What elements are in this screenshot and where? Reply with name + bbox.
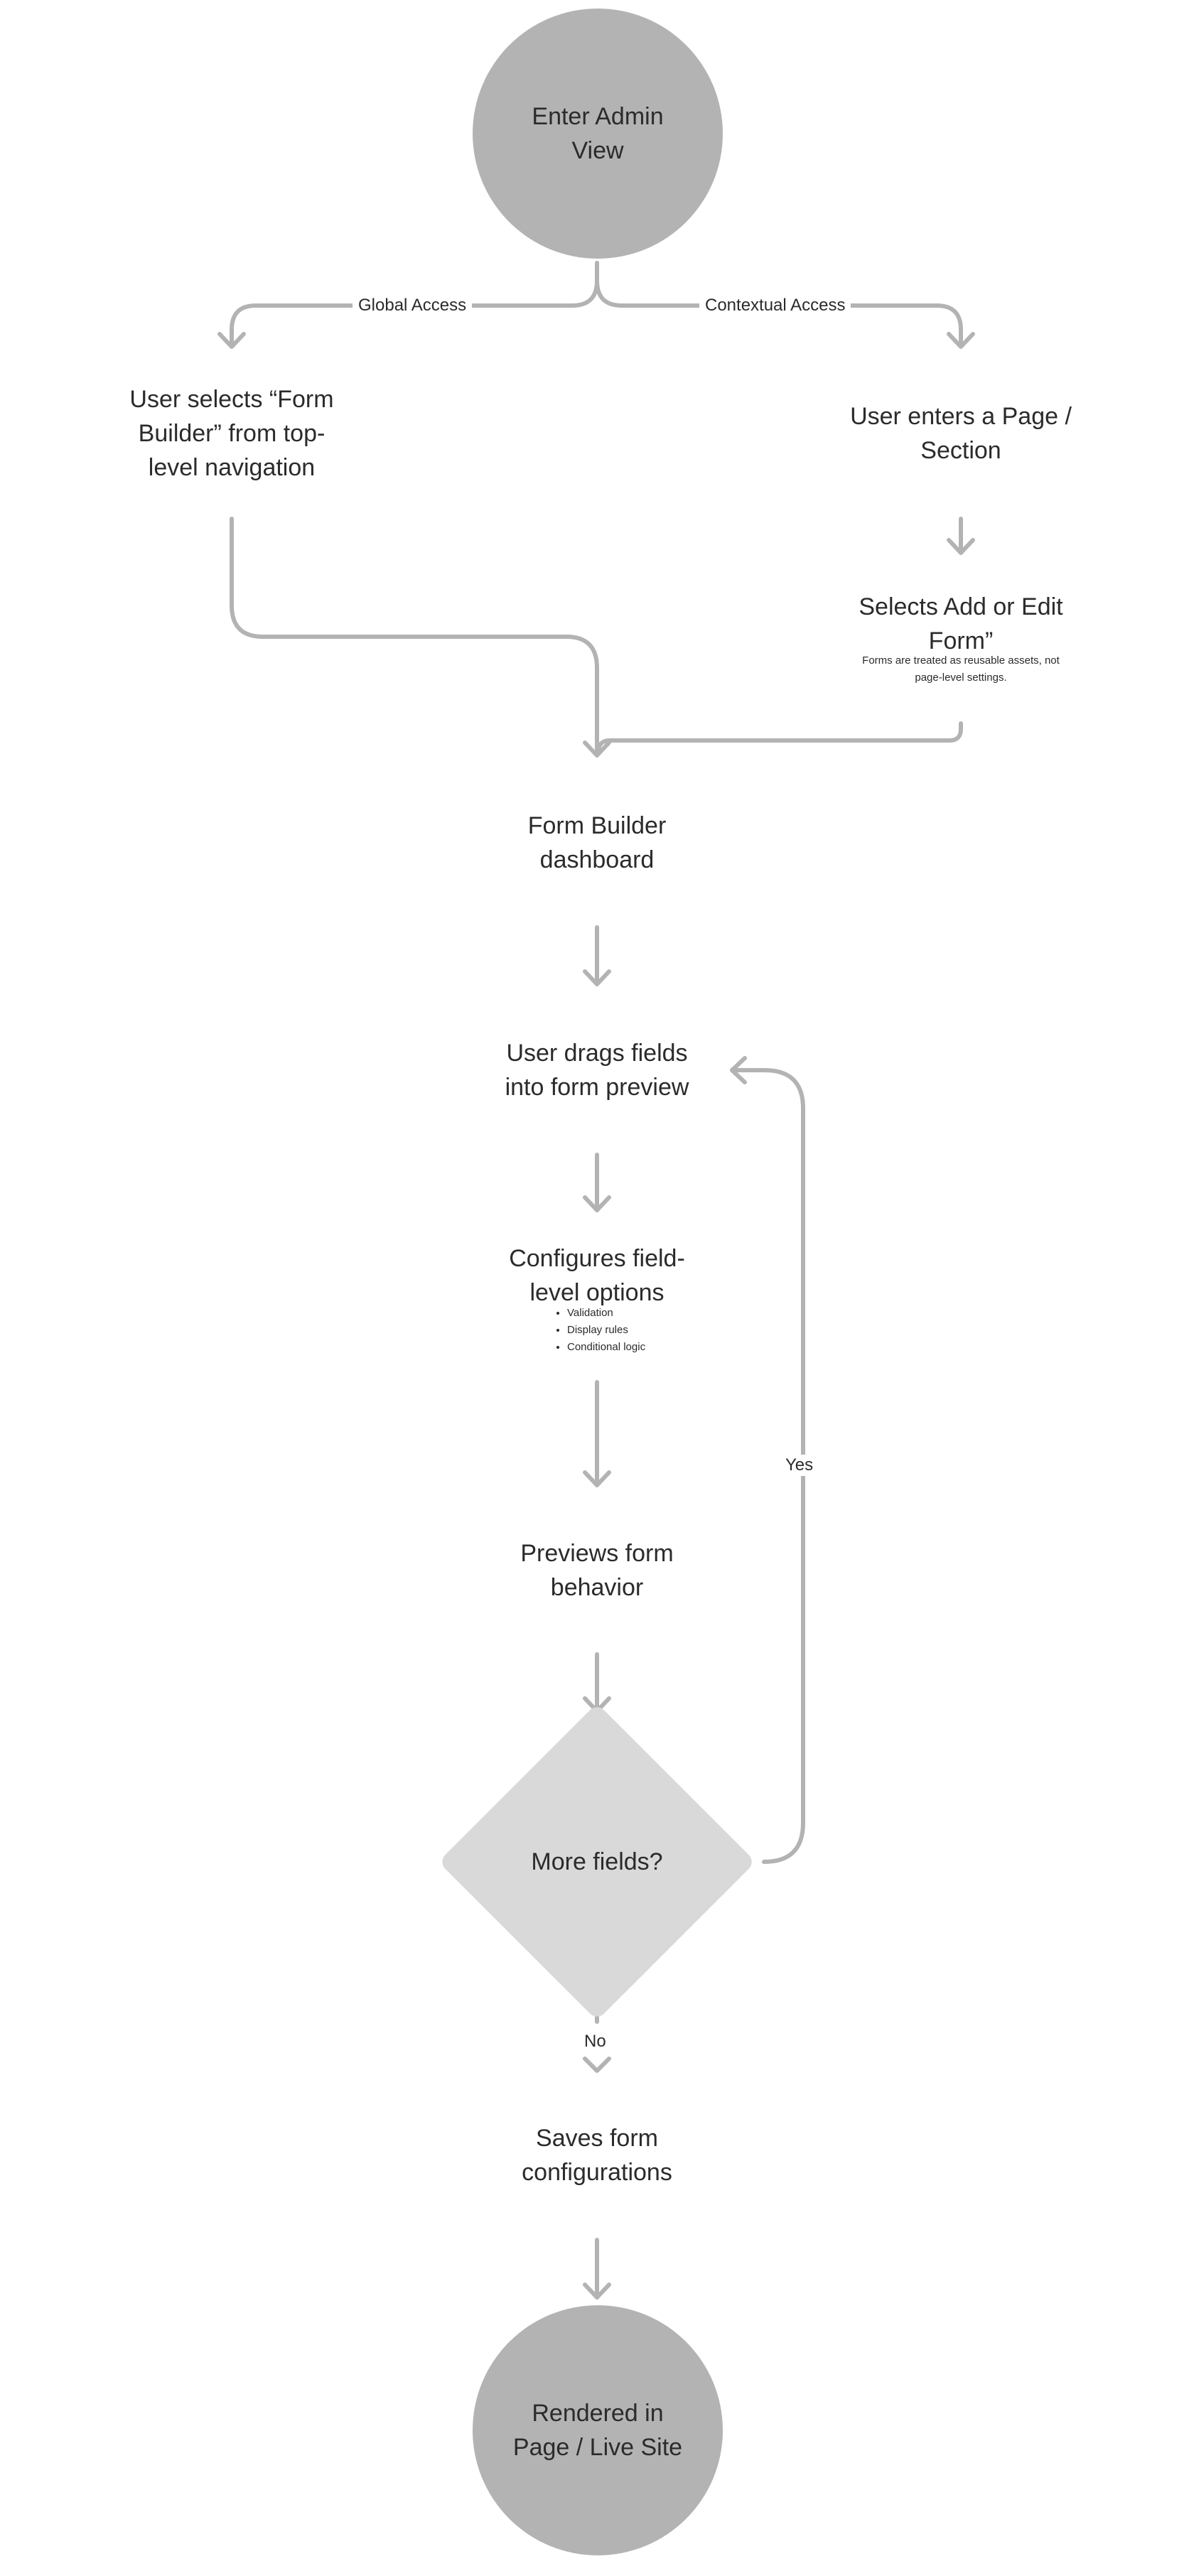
global-access-step: User selects “Form Builder” from top-lev… xyxy=(129,386,334,481)
start-node-label: Enter Admin View xyxy=(532,103,664,164)
arrowhead-yes-loop xyxy=(730,1056,747,1084)
configure-options-step: Configures field-level options xyxy=(509,1245,685,1306)
configure-option-item: Display rules xyxy=(567,1322,645,1339)
connector-yes-loop xyxy=(730,1068,805,1864)
end-node-label: Rendered in Page / Live Site xyxy=(512,2400,683,2461)
arrowhead-contextual xyxy=(947,332,975,349)
edge-label-contextual-access: Contextual Access xyxy=(699,295,851,316)
save-step: Saves form configurations xyxy=(522,2125,672,2186)
arrowhead-into-dashboard xyxy=(583,740,611,758)
connector-global-to-dashboard xyxy=(230,517,599,758)
drag-fields-step: User drags fields into form preview xyxy=(505,1040,689,1101)
arrowhead-page-to-form xyxy=(947,538,975,555)
configure-option-item: Conditional logic xyxy=(567,1339,645,1356)
arrowhead-global xyxy=(217,332,246,349)
arrowhead-drag-to-configure xyxy=(583,1195,611,1212)
edge-label-no: No xyxy=(579,2031,612,2052)
arrowhead-save-to-end xyxy=(583,2283,611,2300)
preview-step: Previews form behavior xyxy=(520,1540,674,1601)
arrowhead-dashboard-to-drag xyxy=(583,969,611,986)
contextual-form-step: Selects Add or Edit Form” xyxy=(859,593,1063,654)
arrowhead-configure-to-preview xyxy=(583,1470,611,1487)
configure-option-item: Validation xyxy=(567,1305,645,1322)
dashboard-step: Form Builder dashboard xyxy=(527,812,667,873)
contextual-form-note: Forms are treated as reusable assets, no… xyxy=(862,654,1060,684)
contextual-page-step: User enters a Page / Section xyxy=(850,403,1072,464)
end-node: Rendered in Page / Live Site xyxy=(473,2305,723,2555)
arrowhead-no xyxy=(583,2057,611,2073)
decision-label: More fields? xyxy=(531,1848,663,1875)
configure-options-list: Validation Display rules Conditional log… xyxy=(552,1305,645,1356)
edge-label-yes: Yes xyxy=(780,1455,819,1476)
edge-label-global-access: Global Access xyxy=(353,295,473,316)
connector-contextual-to-dashboard xyxy=(596,721,963,754)
start-node: Enter Admin View xyxy=(473,9,723,259)
